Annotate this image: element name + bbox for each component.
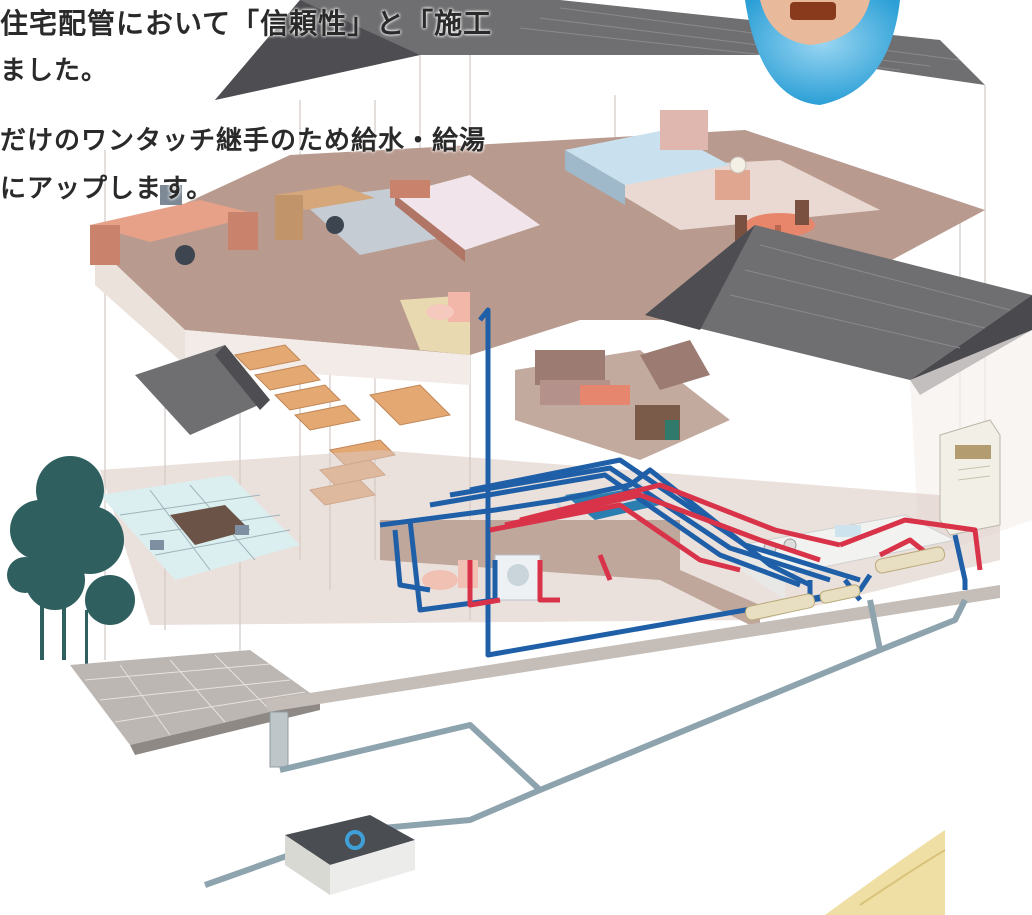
study-desk [90, 185, 260, 265]
headline-line-2: ました。 [0, 56, 109, 86]
headline-line-3: だけのワンタッチ継手のため給水・給湯 [0, 126, 487, 156]
product-tube-corner [825, 830, 946, 915]
left-wing-roof [135, 345, 270, 435]
washing-machine [494, 554, 541, 601]
toilet-upstairs [426, 292, 470, 322]
product-photo-lens [745, 0, 900, 105]
pipe-headers [744, 546, 946, 621]
second-desk [275, 185, 375, 240]
headline-line-1: 住宅配管において「信頼性」と「施工 [0, 7, 493, 40]
double-bed [565, 110, 750, 205]
single-bed [390, 175, 540, 262]
tatami-room [100, 475, 300, 580]
foundation [265, 585, 1000, 768]
hot-water-pipes [467, 482, 983, 608]
headline-line-4: にアップします。 [0, 174, 214, 204]
water-meter-box [285, 815, 415, 895]
living-room [515, 340, 730, 460]
water-heater [939, 419, 1001, 536]
tree-illustration [7, 456, 135, 665]
